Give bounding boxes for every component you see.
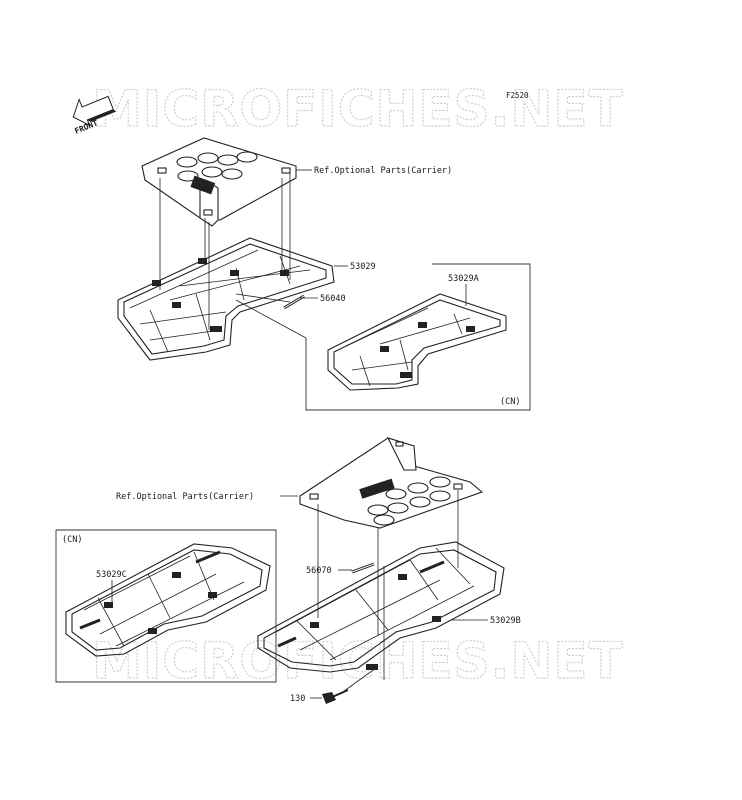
part-56040-label: 56040 [320,294,346,304]
cn-label-right: (CN) [500,397,520,407]
front-arrow-icon [72,95,117,127]
carrier-53029a [327,293,507,391]
pin-56070 [351,562,375,574]
part-53029-label: 53029 [350,262,376,272]
part-56070-label: 56070 [306,566,332,576]
bolt-130 [322,689,349,704]
box-53029a [305,263,531,411]
part-53029c-label: 53029C [96,570,127,580]
bottom-optional-carrier-plate [299,437,484,529]
watermark-bottom: MICROFICHES.NET [92,632,624,690]
ref-optional-parts-top: Ref.Optional Parts(Carrier) [314,166,452,176]
carrier-53029 [117,237,335,361]
top-optional-carrier-plate [141,137,297,227]
part-130-label: 130 [290,694,305,704]
carrier-53029c [65,543,271,657]
part-53029b-label: 53029B [490,616,521,626]
part-53029a-label: 53029A [448,274,479,284]
carrier-53029b [257,541,505,673]
box-53029c [55,529,277,683]
watermark-top: MICROFICHES.NET [92,80,624,138]
cn-label-left: (CN) [62,535,82,545]
figure-code: F2520 [506,91,529,100]
ref-optional-parts-bottom: Ref.Optional Parts(Carrier) [116,492,254,502]
